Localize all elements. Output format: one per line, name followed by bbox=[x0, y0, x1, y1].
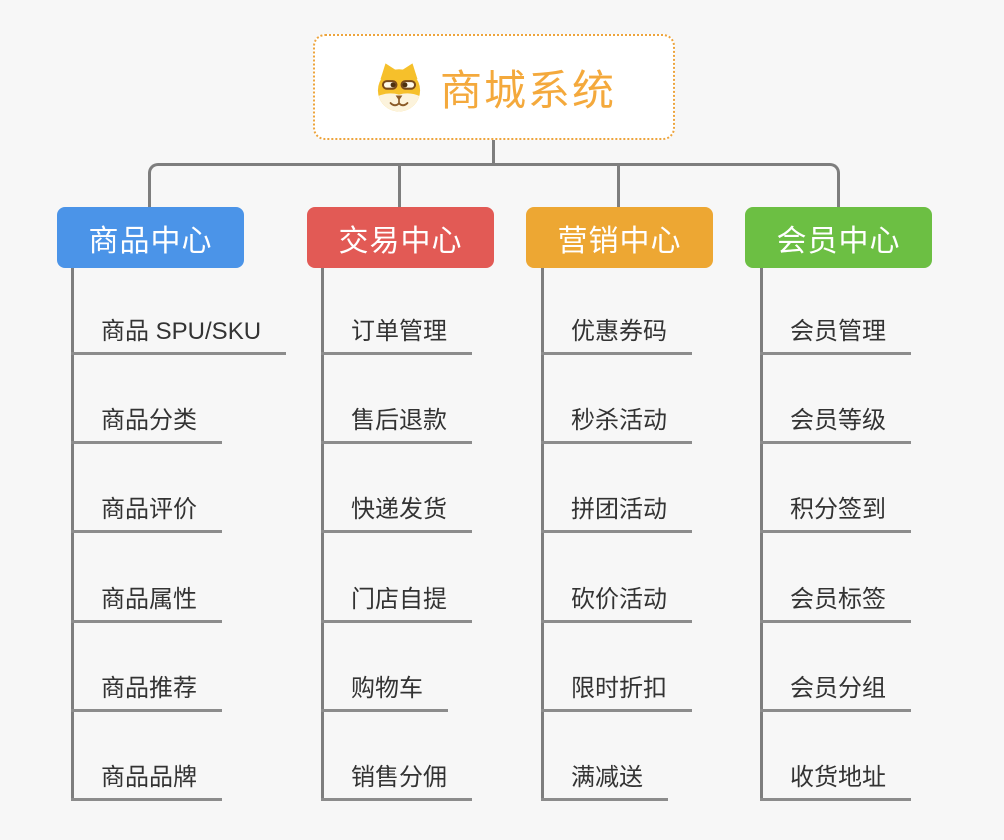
leaf-node[interactable]: 积分签到 bbox=[760, 490, 911, 533]
leaf-node[interactable]: 门店自提 bbox=[321, 580, 472, 623]
leaf-node[interactable]: 会员分组 bbox=[760, 669, 911, 712]
leaf-node[interactable]: 商品分类 bbox=[71, 401, 222, 444]
branch-label: 商品中心 bbox=[88, 224, 213, 258]
connector-spine-product bbox=[71, 268, 74, 800]
connector-root-stub bbox=[492, 140, 495, 166]
branch-label: 交易中心 bbox=[338, 224, 463, 258]
leaf-node[interactable]: 商品评价 bbox=[71, 490, 222, 533]
leaf-node[interactable]: 购物车 bbox=[321, 669, 448, 712]
leaf-node[interactable]: 商品品牌 bbox=[71, 758, 222, 801]
leaf-node[interactable]: 优惠券码 bbox=[541, 312, 692, 355]
branch-node-product-center[interactable]: 商品中心 bbox=[57, 207, 244, 268]
root-node[interactable]: 商城系统 bbox=[313, 34, 675, 140]
leaf-node[interactable]: 售后退款 bbox=[321, 401, 472, 444]
leaf-node[interactable]: 砍价活动 bbox=[541, 580, 692, 623]
branch-node-trade-center[interactable]: 交易中心 bbox=[307, 207, 494, 268]
connector-spine-marketing bbox=[541, 268, 544, 800]
leaf-node[interactable]: 会员管理 bbox=[760, 312, 911, 355]
leaf-node[interactable]: 商品 SPU/SKU bbox=[71, 312, 287, 355]
doge-icon bbox=[377, 63, 421, 112]
leaf-node[interactable]: 快递发货 bbox=[321, 490, 472, 533]
leaf-node[interactable]: 订单管理 bbox=[321, 312, 472, 355]
leaf-node[interactable]: 会员等级 bbox=[760, 401, 911, 444]
leaf-node[interactable]: 商品属性 bbox=[71, 580, 222, 623]
leaf-node[interactable]: 限时折扣 bbox=[541, 669, 692, 712]
leaf-node[interactable]: 商品推荐 bbox=[71, 669, 222, 712]
connector-drop-trade bbox=[398, 165, 401, 207]
branch-label: 会员中心 bbox=[776, 224, 901, 258]
leaf-node[interactable]: 收货地址 bbox=[760, 758, 911, 801]
root-title: 商城系统 bbox=[439, 66, 616, 114]
branch-label: 营销中心 bbox=[557, 224, 682, 258]
leaf-node[interactable]: 会员标签 bbox=[760, 580, 911, 623]
leaf-node[interactable]: 拼团活动 bbox=[541, 490, 692, 533]
connector-spine-trade bbox=[321, 268, 324, 800]
connector-elbow-left bbox=[148, 163, 494, 208]
leaf-node[interactable]: 销售分佣 bbox=[321, 758, 472, 801]
leaf-node[interactable]: 满减送 bbox=[541, 758, 668, 801]
leaf-node[interactable]: 秒杀活动 bbox=[541, 401, 692, 444]
branch-node-member-center[interactable]: 会员中心 bbox=[745, 207, 932, 268]
connector-spine-member bbox=[760, 268, 763, 800]
connector-drop-marketing bbox=[617, 165, 620, 207]
branch-node-marketing-center[interactable]: 营销中心 bbox=[526, 207, 713, 268]
connector-elbow-right bbox=[494, 163, 840, 208]
